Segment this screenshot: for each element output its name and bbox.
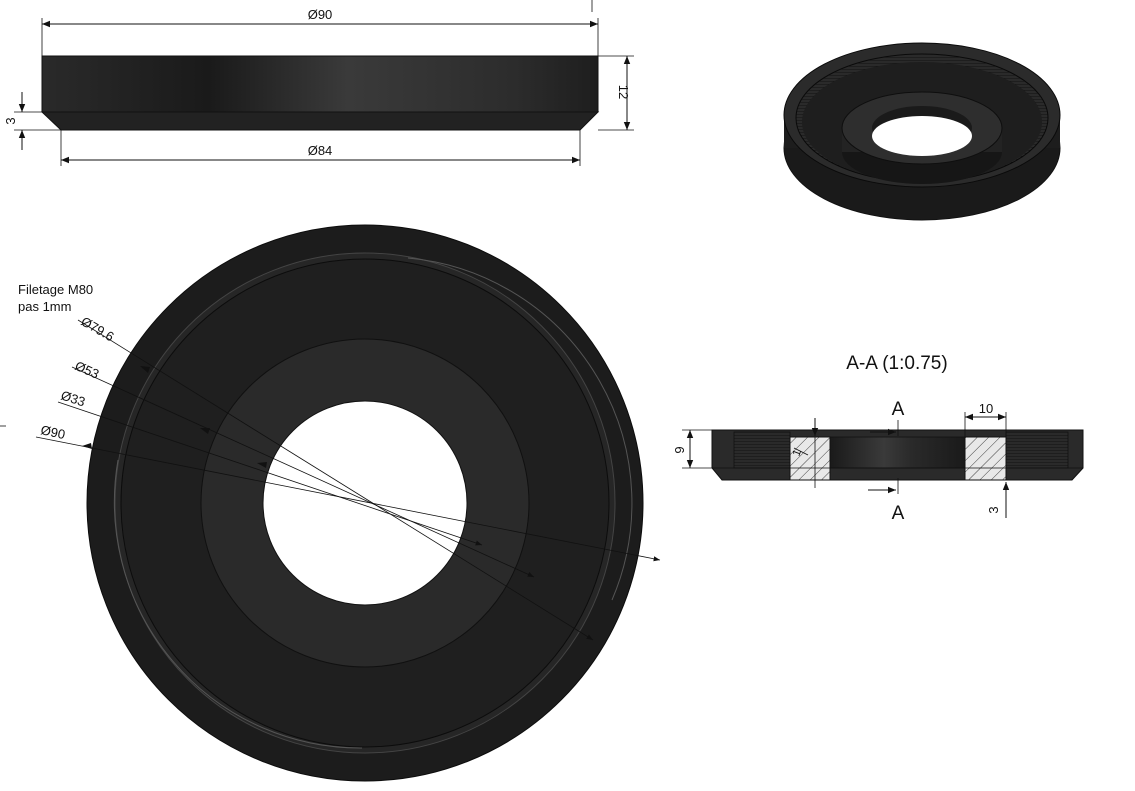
cut-label-top: A bbox=[892, 399, 905, 420]
section-hatch-left bbox=[789, 436, 831, 481]
bore-hole bbox=[262, 400, 468, 606]
dim-label-chamfer3: 3 bbox=[3, 117, 18, 124]
section-hatch-right bbox=[964, 436, 1007, 481]
dim-label-height12: 12 bbox=[616, 85, 631, 99]
cut-label-bottom: A bbox=[892, 503, 905, 524]
part-chamfer bbox=[40, 111, 600, 131]
part-side-body bbox=[41, 55, 599, 113]
dim-label-bore-dia: Ø33 bbox=[59, 388, 87, 410]
section-thread-left bbox=[733, 431, 791, 469]
section-view: A-A (1:0.75) A A 10 9 3 bbox=[672, 353, 1084, 524]
dim-label-height9: 9 bbox=[672, 446, 687, 453]
thread-note-line2: pas 1mm bbox=[18, 299, 71, 314]
dim-label-wall10: 10 bbox=[979, 401, 993, 416]
dim-label-thread-dia: Ø79.6 bbox=[79, 314, 117, 345]
top-view: Filetage M80 pas 1mm Ø79.6 Ø53 Ø33 Ø90 bbox=[0, 224, 661, 782]
thread-note-line1: Filetage M80 bbox=[18, 282, 93, 297]
dim-label-step1: 1 bbox=[790, 448, 803, 458]
isometric-view bbox=[783, 42, 1061, 221]
dim-label-dia84: Ø84 bbox=[308, 143, 333, 158]
section-thread-right bbox=[1005, 431, 1069, 469]
section-title: A-A (1:0.75) bbox=[846, 353, 947, 374]
leader-boss-dia bbox=[71, 366, 535, 578]
front-view: Ø90 Ø84 12 3 bbox=[3, 0, 634, 166]
leader-outer-dia bbox=[35, 436, 661, 562]
leader-bore-dia bbox=[57, 401, 483, 546]
dim-label-outer-dia: Ø90 bbox=[39, 422, 66, 442]
leader-thread-dia bbox=[77, 319, 594, 641]
dim-label-base3: 3 bbox=[986, 506, 1001, 513]
dim-label-dia90: Ø90 bbox=[308, 7, 333, 22]
